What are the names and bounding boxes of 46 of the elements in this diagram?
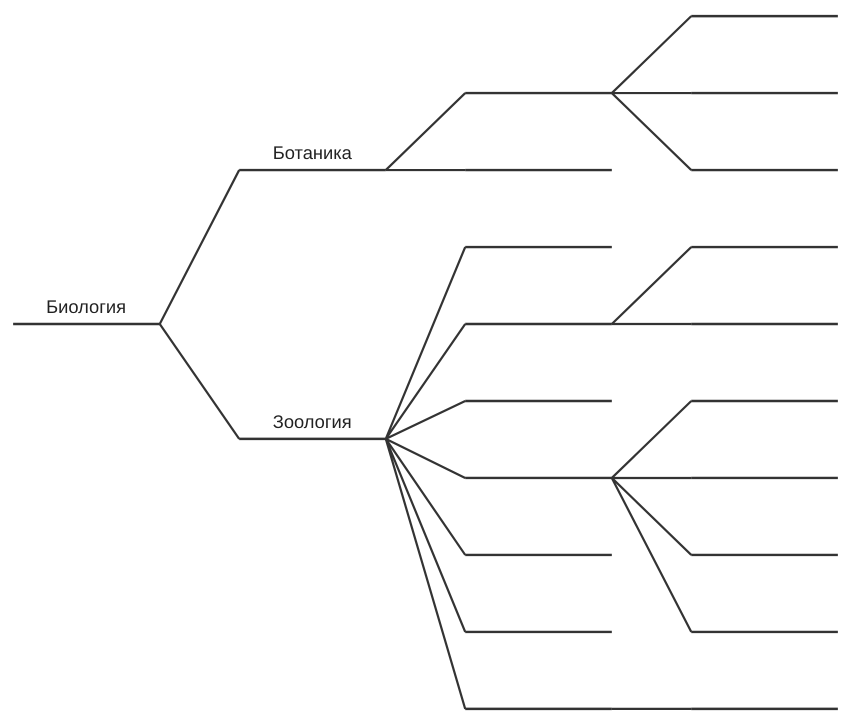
node-line — [691, 400, 838, 402]
connector — [384, 246, 466, 440]
node-label: Биология — [46, 296, 126, 318]
node-line — [691, 246, 838, 248]
node-line — [465, 554, 612, 556]
connector — [158, 170, 240, 325]
connector — [611, 92, 692, 171]
node-line — [691, 168, 838, 172]
node-line — [465, 92, 612, 94]
node-line — [691, 630, 838, 634]
connector — [385, 400, 466, 440]
node-line — [691, 708, 838, 710]
node-line — [465, 630, 612, 634]
node-line — [691, 554, 838, 556]
connector — [158, 323, 240, 440]
connector — [612, 476, 692, 480]
node-label: Ботаника — [272, 142, 352, 164]
connector — [611, 400, 692, 479]
connector — [384, 438, 466, 556]
connector — [611, 15, 692, 94]
connector — [384, 438, 466, 632]
connector — [611, 477, 692, 556]
node-box — [239, 168, 386, 172]
node-line — [465, 322, 612, 326]
node-box — [13, 322, 160, 326]
connector — [612, 92, 692, 94]
connector — [386, 168, 466, 172]
node-line — [465, 168, 612, 172]
node-label: Зоология — [272, 410, 352, 432]
node-line — [691, 14, 838, 18]
node-box — [239, 438, 386, 440]
connector — [612, 708, 692, 710]
connector — [385, 92, 466, 171]
node-line — [465, 400, 612, 402]
connector — [385, 438, 466, 479]
node-line — [691, 476, 838, 480]
node-line — [691, 322, 838, 326]
node-line — [465, 708, 612, 710]
node-line — [465, 476, 612, 480]
connector — [384, 323, 466, 440]
node-line — [465, 246, 612, 248]
connector — [384, 438, 466, 710]
connector — [612, 322, 692, 326]
connector — [610, 477, 692, 632]
connector — [611, 246, 692, 325]
node-line — [691, 92, 838, 94]
